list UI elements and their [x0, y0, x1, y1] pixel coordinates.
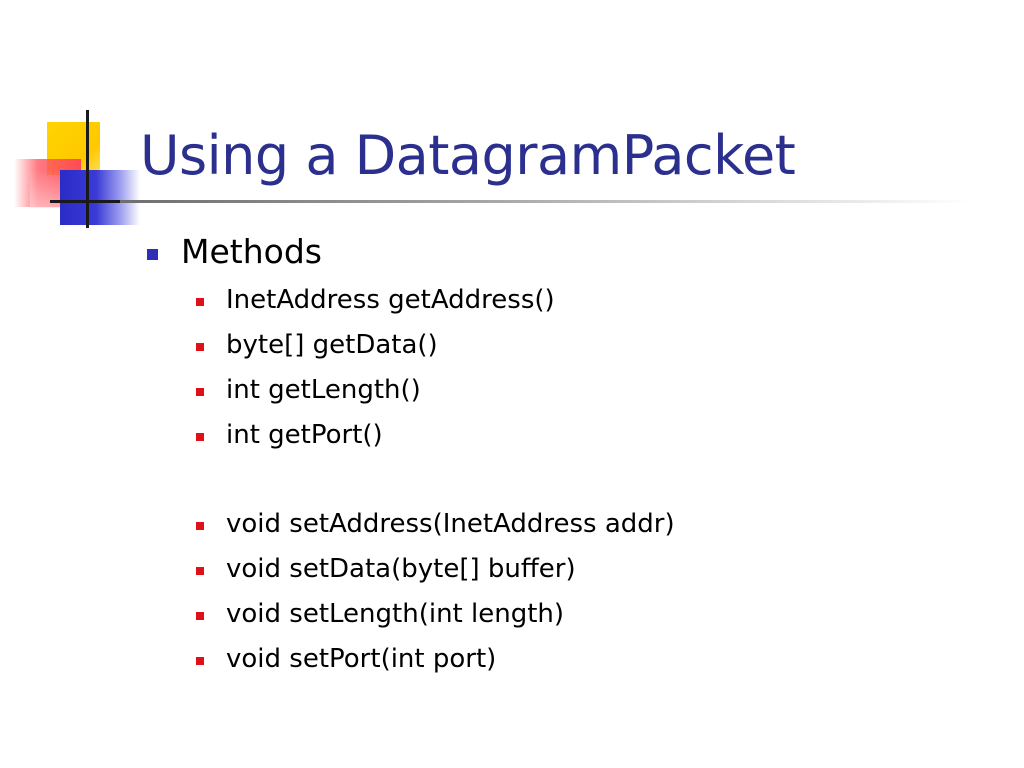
square-bullet-icon	[196, 298, 204, 306]
method-item: void setLength(int length)	[145, 592, 1004, 637]
method-text: void setLength(int length)	[226, 599, 565, 629]
square-bullet-icon	[196, 567, 204, 575]
method-item: int getLength()	[145, 368, 1004, 413]
slide-logo-decoration	[0, 0, 150, 240]
method-item: InetAddress getAddress()	[145, 278, 1004, 323]
square-bullet-icon	[196, 612, 204, 620]
method-text: void setData(byte[] buffer)	[226, 554, 576, 584]
method-text: byte[] getData()	[226, 330, 438, 360]
method-text: int getLength()	[226, 375, 421, 405]
method-text: InetAddress getAddress()	[226, 285, 555, 315]
method-item: void setData(byte[] buffer)	[145, 547, 1004, 592]
title-underline	[120, 200, 970, 203]
square-bullet-icon	[196, 343, 204, 351]
method-item: int getPort()	[145, 413, 1004, 458]
method-text: void setPort(int port)	[226, 644, 497, 674]
square-bullet-icon	[196, 522, 204, 530]
method-item: void setPort(int port)	[145, 637, 1004, 682]
method-item: byte[] getData()	[145, 323, 1004, 368]
vertical-line-shape	[86, 110, 89, 228]
square-bullet-icon	[196, 388, 204, 396]
blue-square-shape	[60, 170, 140, 225]
square-bullet-icon	[196, 657, 204, 665]
method-text: void setAddress(InetAddress addr)	[226, 509, 675, 539]
slide-title: Using a DatagramPacket	[140, 124, 796, 187]
horizontal-line-shape	[50, 200, 126, 203]
getter-methods-list: InetAddress getAddress() byte[] getData(…	[145, 278, 1004, 458]
method-text: int getPort()	[226, 420, 383, 450]
setter-methods-list: void setAddress(InetAddress addr) void s…	[145, 502, 1004, 682]
method-item: void setAddress(InetAddress addr)	[145, 502, 1004, 547]
slide-body: Methods InetAddress getAddress() byte[] …	[145, 226, 1004, 682]
square-bullet-icon	[196, 433, 204, 441]
list-spacer	[145, 458, 1004, 502]
square-bullet-icon	[147, 249, 158, 260]
bullet-text: Methods	[181, 232, 322, 271]
bullet-item-methods: Methods	[145, 226, 1004, 278]
